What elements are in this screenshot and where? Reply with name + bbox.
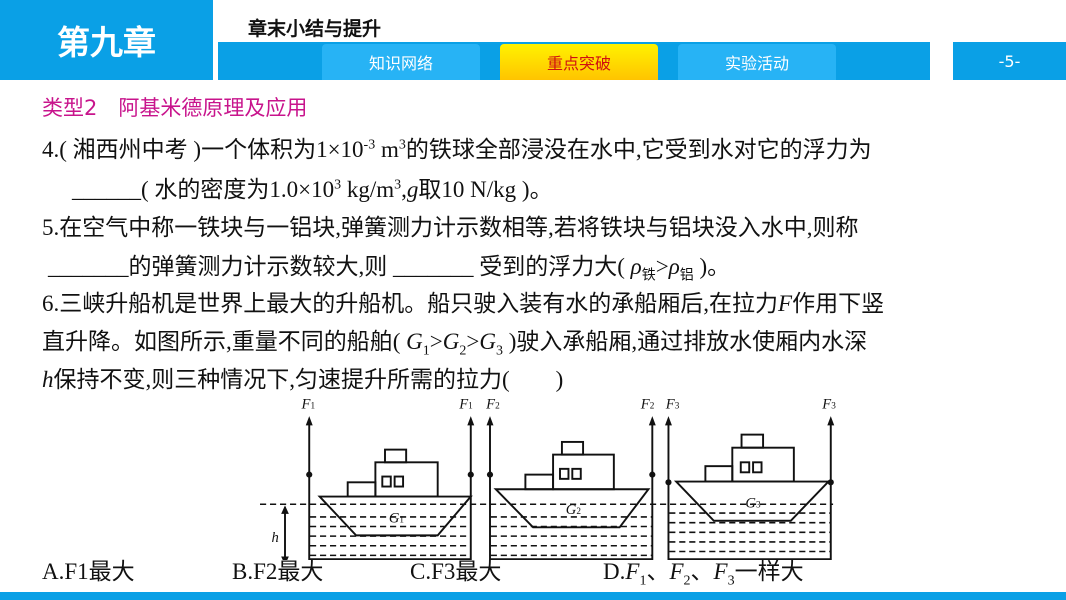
option-c[interactable]: C.F3最大 bbox=[410, 559, 502, 584]
chapter-title: 第九章 bbox=[0, 0, 213, 80]
q4-line1: 4.( 湘西州中考 )一个体积为1×10-3 m3的铁球全部浸没在水中,它受到水… bbox=[42, 137, 872, 162]
option-b[interactable]: B.F2最大 bbox=[232, 559, 324, 584]
q6-line2: 直升降。如图所示,重量不同的船舶( G1>G2>G3 )驶入承船厢,通过排放水使… bbox=[42, 329, 868, 359]
label-f3-right: F3 bbox=[821, 396, 836, 412]
q4-line2: ______( 水的密度为1.0×103 kg/m3,g取10 N/kg )。 bbox=[72, 177, 553, 202]
tab-key-breakthrough[interactable]: 重点突破 bbox=[500, 44, 658, 80]
bottom-bar bbox=[0, 592, 1066, 600]
label-h: h bbox=[272, 530, 279, 546]
type-heading: 类型2 阿基米德原理及应用 bbox=[42, 96, 308, 120]
ship-1 bbox=[317, 448, 473, 537]
label-f1-right: F1 bbox=[458, 396, 473, 412]
tanks bbox=[308, 420, 832, 560]
label-f1: F1 bbox=[301, 396, 316, 412]
tab-knowledge-network[interactable]: 知识网络 bbox=[322, 44, 480, 80]
q5-line1: 5.在空气中称一铁块与一铝块,弹簧测力计示数相等,若将铁块与铝块没入水中,则称 bbox=[42, 215, 859, 240]
section-subtitle: 章末小结与提升 bbox=[248, 18, 382, 40]
page-number: -5- bbox=[953, 42, 1066, 80]
ship-3 bbox=[673, 433, 831, 522]
label-f2-right: F2 bbox=[640, 396, 655, 412]
label-g3: G3 bbox=[745, 495, 761, 511]
option-a[interactable]: A.F1最大 bbox=[42, 559, 135, 584]
label-g1: G1 bbox=[389, 511, 405, 527]
label-f3: F3 bbox=[665, 396, 680, 412]
label-f2: F2 bbox=[485, 396, 500, 412]
q5-line2: _______的弹簧测力计示数较大,则 _______ 受到的浮力大( ρ铁>ρ… bbox=[48, 254, 731, 284]
arrow-heads bbox=[305, 416, 835, 486]
ship-lift-diagram: F1 F1 F2 F2 F3 F3 G1 G2 G3 h bbox=[260, 396, 836, 560]
ship-2 bbox=[493, 440, 651, 529]
h-arrow bbox=[281, 505, 289, 560]
q6-line1: 6.三峡升船机是世界上最大的升船机。船只驶入装有水的承船厢后,在拉力F作用下竖 bbox=[42, 291, 885, 316]
tab-experiment[interactable]: 实验活动 bbox=[678, 44, 836, 80]
q6-line3: h保持不变,则三种情况下,匀速提升所需的拉力( ) bbox=[42, 367, 564, 392]
nav-bar: 知识网络 重点突破 实验活动 bbox=[218, 42, 930, 80]
option-d[interactable]: D.F1、F2、F3一样大 bbox=[603, 559, 804, 589]
label-g2: G2 bbox=[566, 502, 582, 518]
